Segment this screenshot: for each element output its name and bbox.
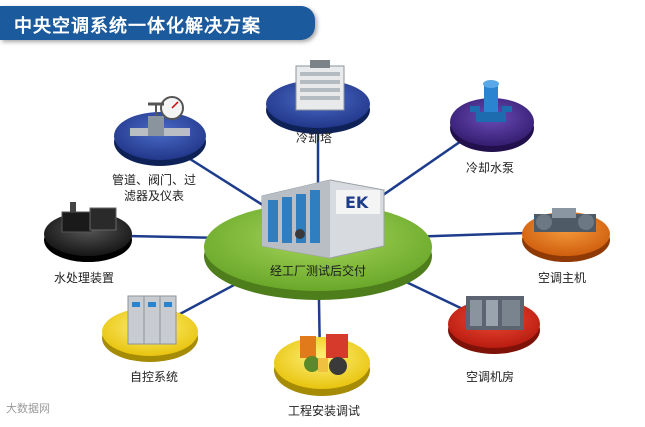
machine-room-icon [466,296,524,330]
label-pipes: 管道、阀门、过 滤器及仪表 [112,172,196,204]
node-cooling-tower [266,60,370,134]
label-machine-room: 空调机房 [466,369,514,385]
node-water-pump [450,80,534,152]
label-host: 空调主机 [538,270,586,286]
chiller-unit-image: EK [262,180,384,258]
label-water-pump: 冷却水泵 [466,160,514,176]
node-pipes [114,97,206,166]
chiller-host-icon [534,208,596,232]
label-cooling-tower: 冷却塔 [296,130,332,146]
center-label: 经工厂测试后交付 [270,262,366,279]
node-control [102,296,198,362]
label-pipes-line1: 管道、阀门、过 [112,172,196,188]
control-cabinet-icon [128,296,176,344]
node-water-treatment [44,202,132,262]
label-pipes-line2: 滤器及仪表 [112,188,196,204]
logo-ek: EK [345,193,369,212]
node-machine-room [448,296,540,354]
label-control: 自控系统 [130,369,178,385]
node-host [522,208,610,262]
label-installation: 工程安装调试 [288,403,360,419]
label-water-treatment: 水处理装置 [54,270,114,286]
watermark: 大数据网 [6,400,50,416]
cooling-tower-icon [296,60,344,110]
node-installation [274,334,370,396]
water-treatment-icon [62,202,116,232]
